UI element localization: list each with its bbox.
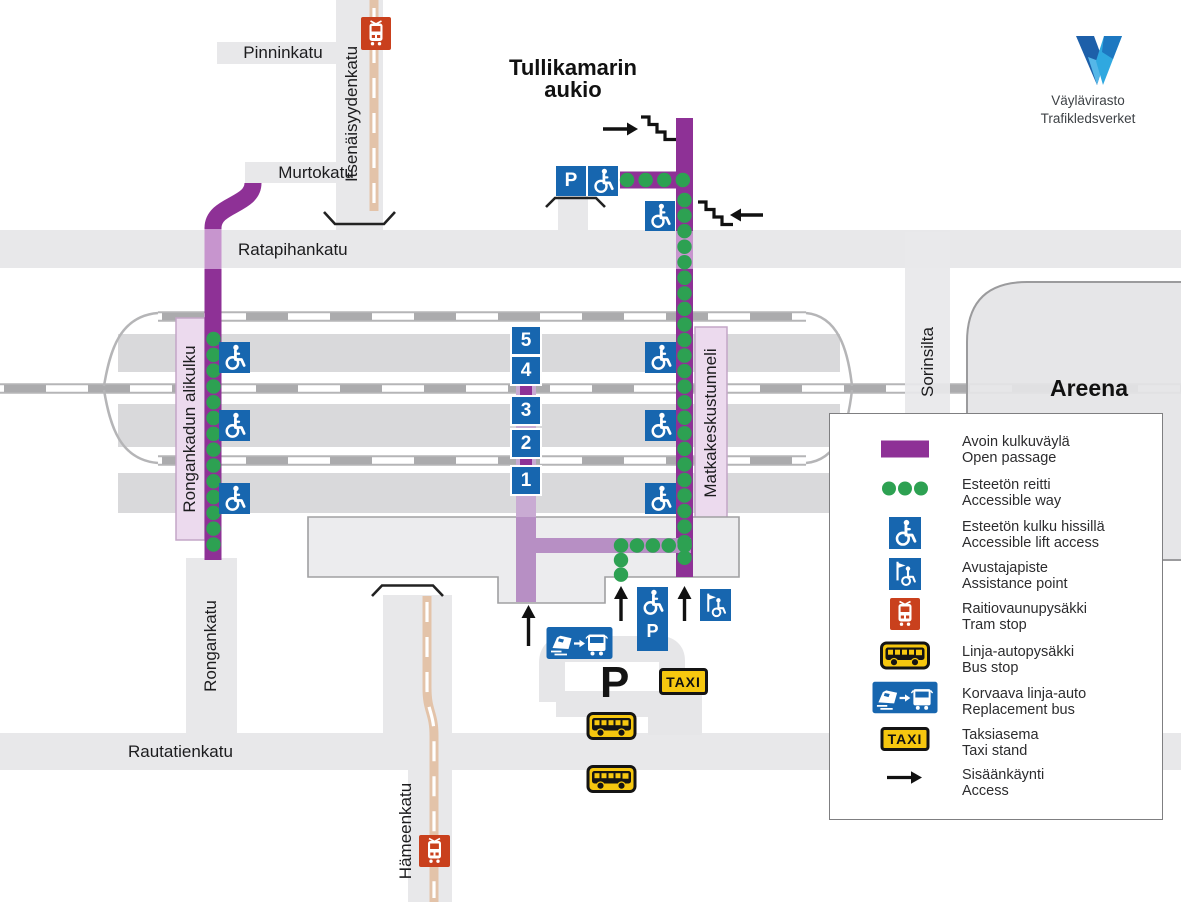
legend-label-fi: Korvaava linja-auto [962,686,1087,702]
parking-area-letter: P [600,658,630,707]
platform-badge-2: 2 [512,430,540,457]
title-line-1: Tullikamarin [509,55,637,80]
wheelchair-icon-platform-west-3 [219,483,250,514]
entrance-arrow-east-2 [677,586,692,621]
assistance-point-icon-map [700,589,731,621]
legend-label-en: Accessible way [962,492,1062,509]
label-rongankadun-alikulku: Rongankadun alikulku [180,345,199,513]
legend-label-fi: Esteetön reitti [962,477,1051,493]
legend-label-en: Tram stop [962,616,1027,633]
canopy-hameenkatu [371,584,444,597]
label-sorinsilta: Sorinsilta [918,327,937,397]
bus-stop-icon-2 [586,765,637,798]
taxi-sign-map: TAXI [659,668,708,695]
street-pinninkatu [217,42,338,64]
legend-panel: Avoin kulkuväylä Open passage Esteetön r… [829,413,1163,820]
wheelchair-icon-platform-west-2 [219,410,250,441]
legend-label-en: Access [962,782,1009,799]
legend-label-fi: Sisäänkäynti [962,767,1045,783]
track-top-edges [158,311,806,322]
entrance-arrows [521,122,763,646]
logo-text-fi: Väylävirasto [1051,93,1125,108]
logo-text-sv: Trafikledsverket [1040,111,1136,126]
street-ratapihankatu [0,230,1181,268]
legend-label-en: Open passage [962,449,1057,466]
legend-label-en: Accessible lift access [962,534,1099,551]
canopy-tullikamarin [545,196,606,208]
wheelchair-icon-platform-west-1 [219,342,250,373]
parking-sign-top: P [556,166,586,196]
wheelchair-icon-platform-east-3 [645,483,676,514]
canopy-marks [323,196,606,597]
legend-label-fi: Linja-autopysäkki [962,644,1075,660]
wheelchair-icon-tullikamarin [588,166,618,196]
bus-icon-legend [880,642,930,675]
label-rautatienkatu: Rautatienkatu [128,742,233,761]
platform-badge-4: 4 [512,357,540,384]
canopy-itsenaisyydenkatu [323,211,396,226]
legend-label-en: Replacement bus [962,701,1075,718]
label-matkakeskustunneli: Matkakeskustunneli [701,348,720,498]
label-itsenaisyydenkatu: Itsenäisyydenkatu [342,45,361,183]
tunnel-bands [175,317,728,541]
accessible-way-routes [206,172,694,583]
parking-sign-letter: P [564,170,578,191]
bus-stop-icon-1 [586,712,637,745]
platform-badge-5: 5 [512,327,540,354]
entrance-arrow-legend [886,770,924,791]
wheelchair-icon-east-entrance [645,201,675,231]
entrance-arrow-top [603,122,638,136]
platform-badge-3: 3 [512,397,540,424]
platform-badge-1: 1 [512,467,540,494]
wheelchair-icon-platform-east-1 [645,342,676,373]
legend-label-en: Taxi stand [962,742,1028,759]
label-pinninkatu: Pinninkatu [243,43,323,62]
rongankadun-alikulku-band [175,317,206,541]
wheelchair-icon-parking [637,587,668,618]
label-hameenkatu: Hämeenkatu [396,782,415,880]
label-areena: Areena [1050,375,1128,401]
legend-label-en: Bus stop [962,659,1019,676]
street-rongankatu [186,558,237,735]
entrance-arrow-side [730,208,763,222]
label-ratapihankatu: Ratapihankatu [238,240,348,259]
street-hameenkatu-upper [383,595,452,735]
tram-stop-icon-top [361,17,391,50]
legend-label-fi: Avustajapiste [962,560,1048,576]
accessible-parking-sign: P [637,587,668,651]
street-murtokatu [245,162,338,183]
passage-track-crossing-1 [520,381,532,395]
title-line-2: aukio [544,77,602,102]
parking-loop-stub [648,694,702,735]
tram-stop-icon-bottom [419,835,450,867]
stairs-glyphs [641,115,733,227]
accessible-parking-letter: P [646,621,659,641]
page-title: Tullikamarin aukio [498,57,648,101]
street-sorinsilta [905,232,950,447]
label-rongankatu: Rongankatu [201,600,220,692]
tram-line-hameenkatu-dashes [425,602,436,898]
label-murtokatu: Murtokatu [278,163,354,182]
legend-label-fi: Avoin kulkuväylä [962,434,1070,450]
tullikamarin-plaza-block [558,196,588,232]
assistance-icon-legend [889,558,921,590]
open-passage-swatch [881,440,929,458]
legend-label-en: Assistance point [962,575,1068,592]
entrance-arrow-east-1 [614,586,628,621]
stairs-icon-side [698,200,733,227]
passage-murtokatu-curve [204,181,262,230]
wheelchair-icon-legend [889,517,921,549]
replacement-bus-icon-legend [873,682,938,719]
stairs-icon-top [641,115,676,142]
wheelchair-icon-platform-east-2 [645,410,676,441]
track-fork-left [102,311,159,465]
legend-label-fi: Taksiasema [962,727,1039,743]
accessible-way-dots [881,481,929,502]
legend-label-fi: Esteetön kulku hissillä [962,519,1105,535]
vaylavirasto-logo-icon [1076,36,1122,85]
taxi-sign-legend: TAXI [880,727,930,751]
tram-icon-legend [890,598,920,630]
legend-label-fi: Raitiovaunupysäkki [962,601,1087,617]
entrance-arrow-main [521,605,536,646]
